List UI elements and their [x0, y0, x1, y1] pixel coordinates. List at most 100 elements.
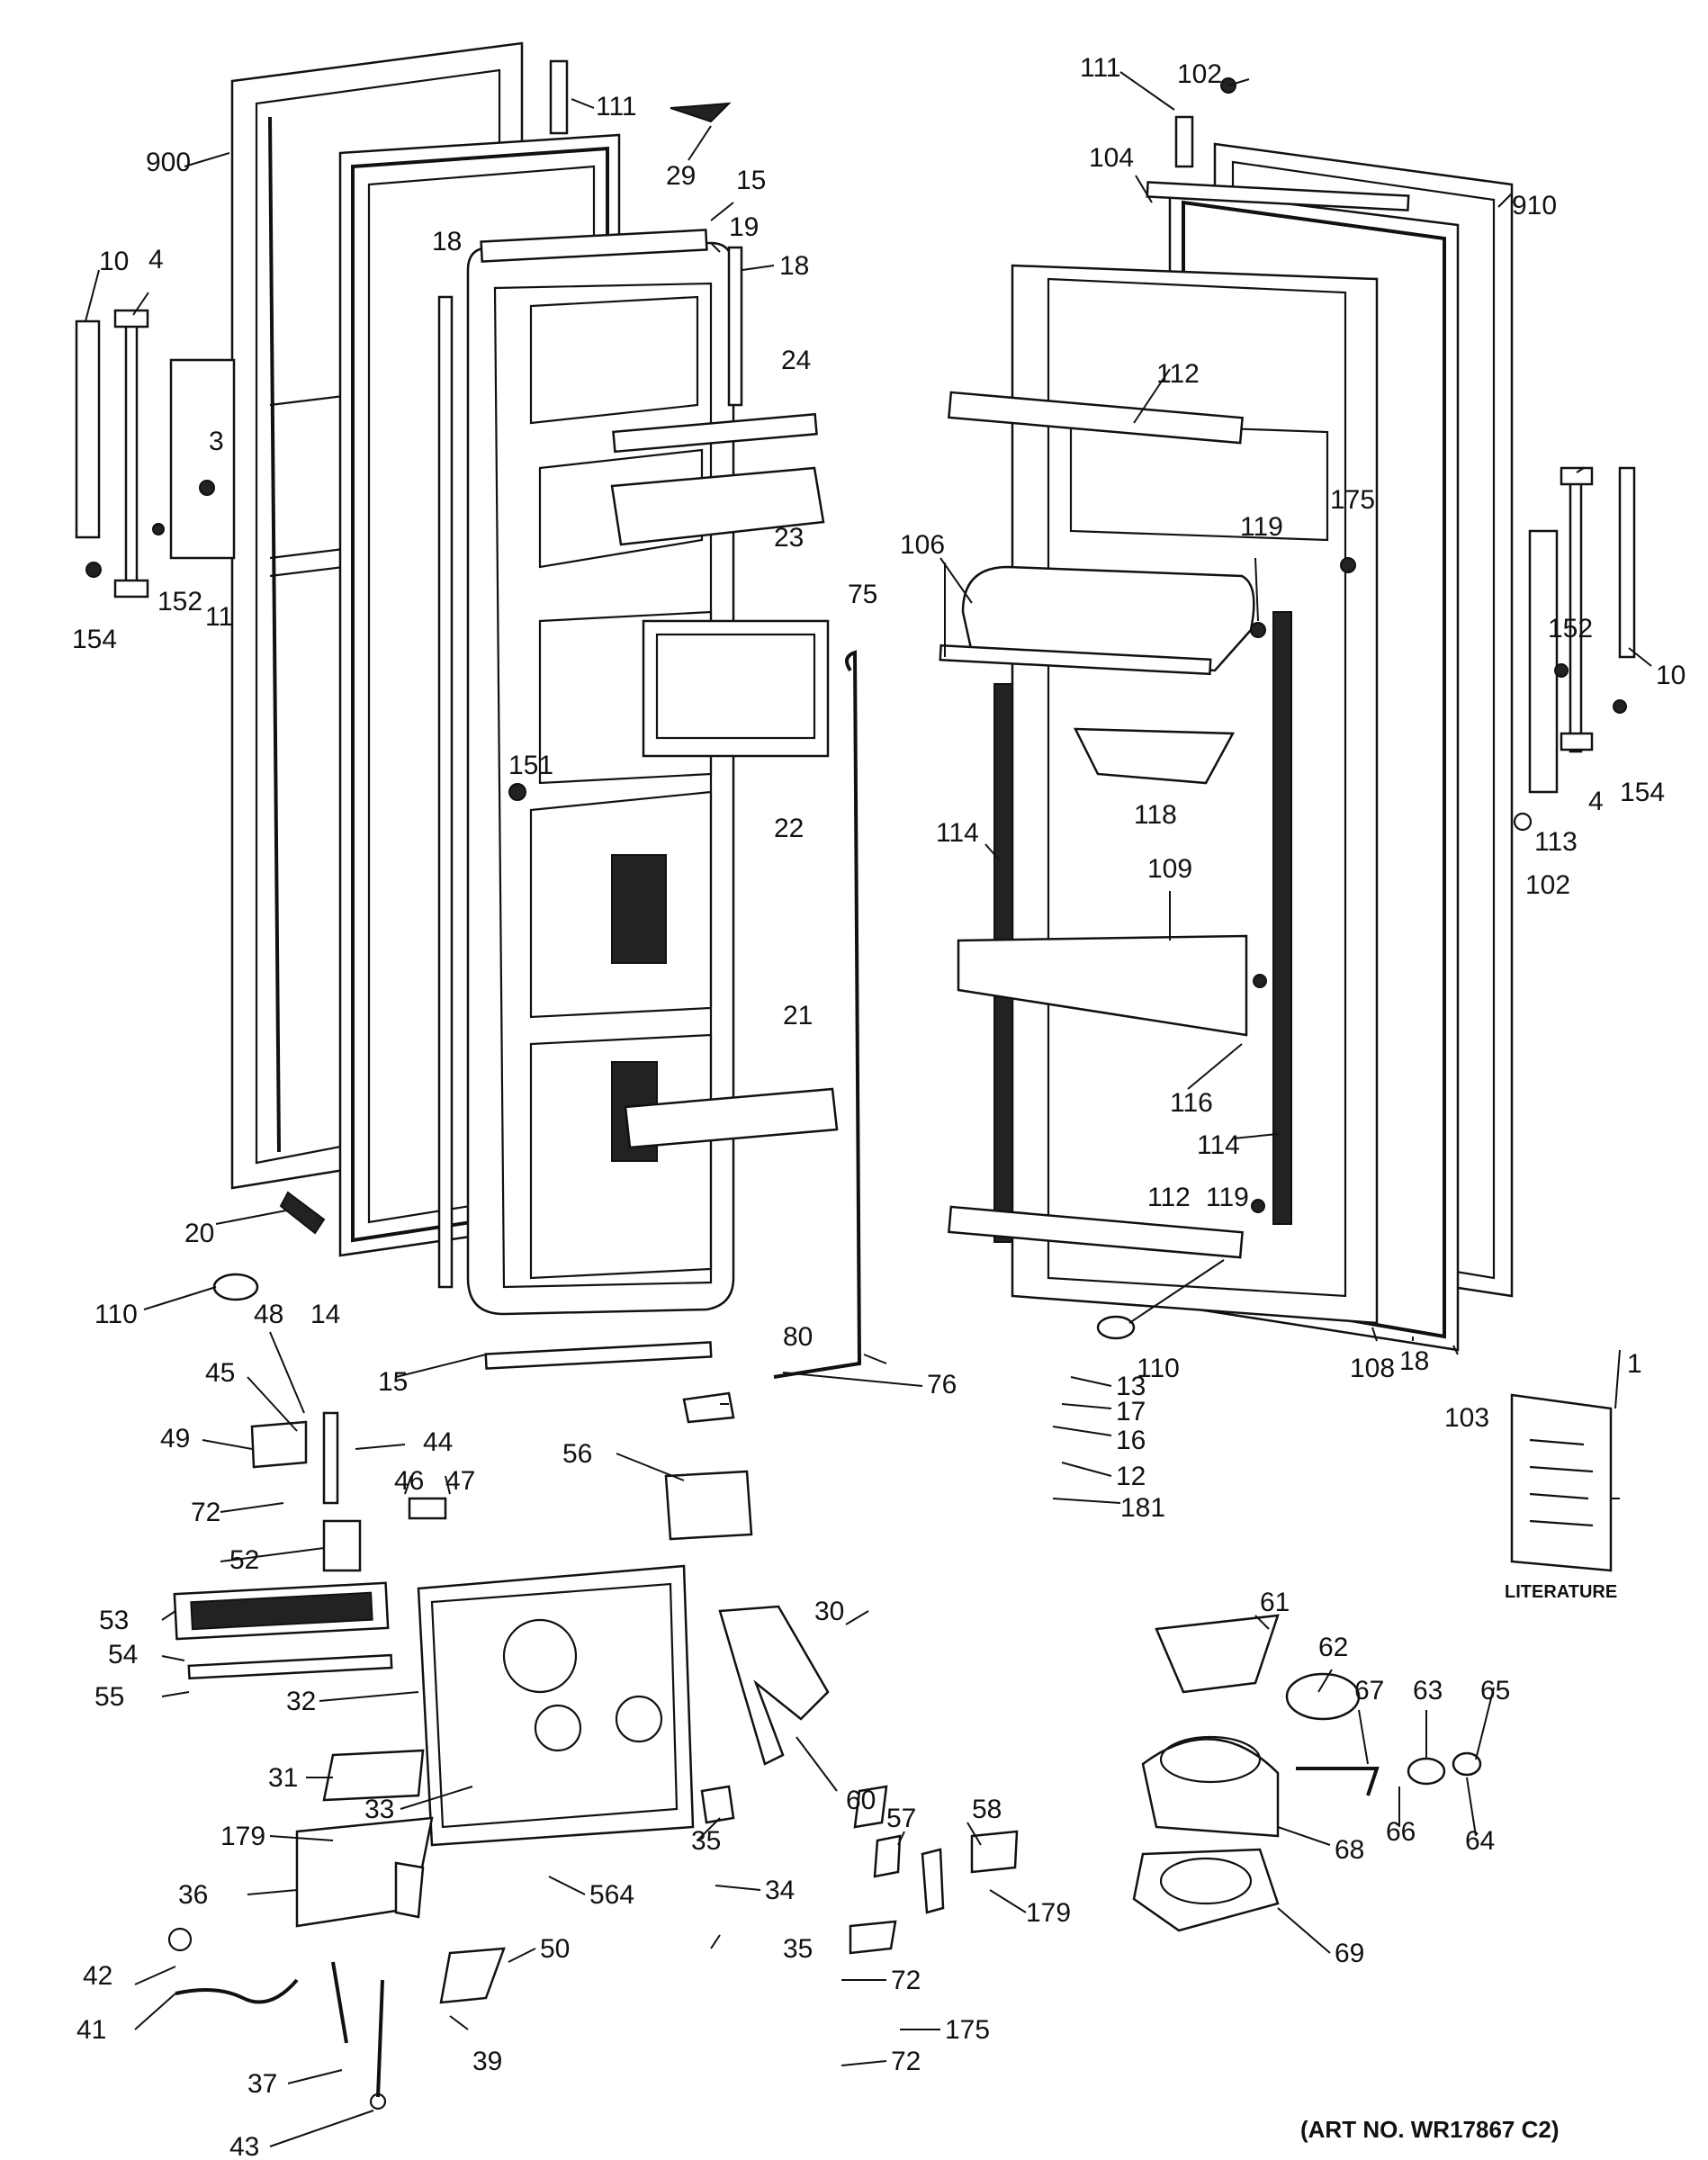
- part-label-12: 12: [1116, 1462, 1146, 1491]
- part-label-113: 113: [1534, 827, 1578, 857]
- part-label-44: 44: [423, 1427, 453, 1457]
- part-label-63: 63: [1413, 1676, 1443, 1706]
- part-label-104: 104: [1089, 143, 1134, 173]
- part-label-175: 175: [1330, 485, 1375, 515]
- part-label-41: 41: [76, 2015, 106, 2045]
- part-label-56: 56: [562, 1439, 592, 1469]
- part-label-10: 10: [99, 247, 129, 276]
- part-label-14: 14: [310, 1300, 340, 1329]
- part-label-46: 46: [394, 1466, 424, 1496]
- art-number: (ART NO. WR17867 C2): [1300, 2116, 1560, 2143]
- freezer-door-components: [75, 59, 862, 1379]
- part-label-108: 108: [1350, 1354, 1395, 1383]
- part-label-43: 43: [229, 2132, 259, 2160]
- part-label-103: 103: [1444, 1403, 1489, 1433]
- part-label-179: 179: [1026, 1898, 1071, 1928]
- fan-motor-assembly: [1132, 1614, 1482, 1932]
- part-label-1: 1: [1627, 1349, 1642, 1379]
- fresh-food-door-components: [939, 77, 1636, 1340]
- part-label-111: 111: [1080, 53, 1121, 83]
- part-label-68: 68: [1335, 1835, 1364, 1865]
- part-label-154: 154: [1620, 778, 1665, 807]
- part-labels: 900 111 29 15 19 18 18 10 4 3 152 11 154…: [72, 53, 1686, 2160]
- part-label-181: 181: [1120, 1493, 1165, 1523]
- literature-label: LITERATURE: [1505, 1582, 1617, 1602]
- part-label-112: 112: [1147, 1183, 1191, 1212]
- part-label-15: 15: [378, 1367, 408, 1397]
- part-label-16: 16: [1116, 1426, 1146, 1455]
- part-label-54: 54: [108, 1640, 138, 1670]
- part-label-75: 75: [848, 580, 877, 609]
- part-label-60: 60: [846, 1786, 876, 1815]
- part-label-80: 80: [783, 1322, 813, 1352]
- part-label-910: 910: [1512, 191, 1557, 220]
- part-label-102: 102: [1525, 870, 1570, 900]
- part-label-111: 111: [596, 92, 637, 122]
- part-label-179: 179: [220, 1822, 265, 1851]
- part-label-106: 106: [900, 530, 945, 560]
- part-label-57: 57: [886, 1804, 916, 1833]
- part-label-119: 119: [1240, 512, 1283, 542]
- part-label-900: 900: [146, 148, 191, 177]
- part-label-15: 15: [736, 166, 766, 195]
- part-label-36: 36: [178, 1880, 208, 1910]
- part-label-37: 37: [247, 2069, 277, 2099]
- part-label-53: 53: [99, 1606, 129, 1635]
- part-label-154: 154: [72, 625, 117, 654]
- part-label-67: 67: [1354, 1676, 1384, 1706]
- part-label-564: 564: [589, 1880, 634, 1910]
- part-label-116: 116: [1170, 1088, 1213, 1118]
- part-label-151: 151: [508, 751, 553, 780]
- part-label-58: 58: [972, 1795, 1002, 1824]
- part-label-72: 72: [191, 1498, 220, 1527]
- part-label-13: 13: [1116, 1372, 1146, 1401]
- part-label-45: 45: [205, 1358, 235, 1388]
- part-label-175: 175: [945, 2015, 990, 2045]
- part-label-21: 21: [783, 1001, 813, 1030]
- part-label-30: 30: [814, 1597, 844, 1626]
- part-label-110: 110: [1137, 1354, 1180, 1383]
- part-label-152: 152: [1548, 614, 1593, 644]
- part-label-34: 34: [765, 1876, 795, 1905]
- part-label-39: 39: [472, 2047, 502, 2076]
- part-label-66: 66: [1386, 1817, 1416, 1847]
- part-label-65: 65: [1480, 1676, 1510, 1706]
- part-label-11: 11: [205, 602, 233, 632]
- part-label-4: 4: [1588, 787, 1604, 816]
- part-label-50: 50: [540, 1934, 570, 1964]
- part-label-33: 33: [364, 1795, 394, 1824]
- part-label-114: 114: [936, 818, 979, 848]
- part-label-112: 112: [1156, 359, 1200, 389]
- dispenser-small-parts: [167, 1391, 1019, 2110]
- part-label-52: 52: [229, 1545, 259, 1575]
- part-label-32: 32: [286, 1687, 316, 1716]
- part-label-18: 18: [1399, 1346, 1429, 1376]
- part-label-72: 72: [891, 1966, 921, 1995]
- part-label-118: 118: [1134, 800, 1177, 830]
- part-label-4: 4: [148, 245, 164, 274]
- part-label-102: 102: [1177, 59, 1222, 89]
- part-label-23: 23: [774, 523, 804, 553]
- part-label-31: 31: [268, 1763, 298, 1793]
- part-label-24: 24: [781, 346, 811, 375]
- part-label-29: 29: [666, 161, 696, 191]
- part-label-48: 48: [254, 1300, 283, 1329]
- part-label-35: 35: [691, 1826, 721, 1856]
- part-label-62: 62: [1318, 1633, 1348, 1662]
- part-label-42: 42: [83, 1961, 112, 1991]
- part-label-76: 76: [927, 1370, 957, 1400]
- part-label-119: 119: [1206, 1183, 1249, 1212]
- part-label-19: 19: [729, 212, 759, 242]
- part-label-64: 64: [1465, 1826, 1495, 1856]
- part-label-72: 72: [891, 2047, 921, 2076]
- part-label-47: 47: [445, 1466, 475, 1496]
- part-label-69: 69: [1335, 1939, 1364, 1968]
- part-label-18: 18: [432, 227, 462, 256]
- part-label-114: 114: [1197, 1130, 1240, 1160]
- part-label-10: 10: [1656, 661, 1686, 690]
- part-label-22: 22: [774, 814, 804, 843]
- leader-lines: [85, 71, 1652, 2147]
- dispenser-housing-32: [417, 1564, 695, 1847]
- part-label-20: 20: [184, 1219, 214, 1248]
